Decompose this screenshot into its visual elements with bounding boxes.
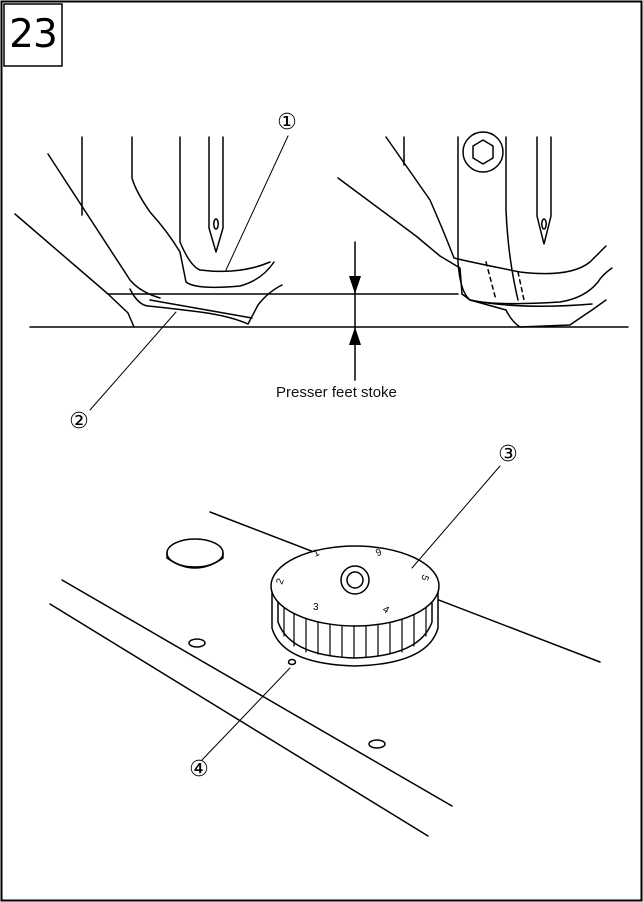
leader-line-3 (411, 465, 501, 569)
left-needle (208, 136, 224, 253)
screw-hole-1 (188, 638, 206, 648)
dial-number-2: 2 (274, 577, 286, 586)
left-lower-foot (129, 284, 283, 325)
dial-center-bore-outer (340, 565, 370, 595)
dial-number-1: 1 (312, 547, 322, 560)
dial-knurling (283, 605, 427, 659)
table-edge-lower-2 (49, 603, 429, 837)
table-edge-lower-1 (61, 579, 453, 807)
left-presser-bar-outer (14, 213, 135, 328)
right-needle (536, 136, 552, 245)
stroke-arrow-down (349, 276, 361, 294)
right-lower-foot (461, 293, 607, 328)
adjust-dial (270, 545, 440, 667)
callout-3: ③ (498, 442, 518, 467)
figure-number-box (3, 3, 63, 67)
leader-line-1 (225, 135, 289, 271)
leader-line-4 (201, 667, 291, 761)
hex-bolt (462, 131, 504, 173)
leader-line-2 (89, 311, 177, 411)
stroke-arrow-up (349, 327, 361, 345)
callout-4: ④ (189, 757, 209, 782)
left-upper-foot (131, 136, 275, 289)
screw-hole-2 (368, 739, 386, 749)
dial-top-face (270, 545, 440, 627)
left-presser-bar-inner (47, 153, 161, 299)
right-housing (457, 136, 613, 305)
dial-number-5: 5 (418, 573, 430, 582)
callout-1: ① (277, 110, 297, 135)
dial-number-3: 3 (313, 602, 319, 613)
presser-feet-stroke-label: Presser feet stoke (276, 384, 397, 401)
dial-number-6: 6 (373, 545, 382, 557)
presser-feet-diagram (14, 131, 629, 411)
oil-hole (287, 658, 297, 666)
dial-center-bore-inner (346, 571, 364, 589)
figure-number: 23 (9, 12, 58, 57)
dial-diagram (49, 465, 601, 837)
right-presser-bar (337, 177, 463, 295)
dial-number-4: 4 (381, 604, 392, 617)
callout-2: ② (69, 409, 89, 434)
dial-scale: 1 2 3 4 5 6 (274, 545, 430, 616)
